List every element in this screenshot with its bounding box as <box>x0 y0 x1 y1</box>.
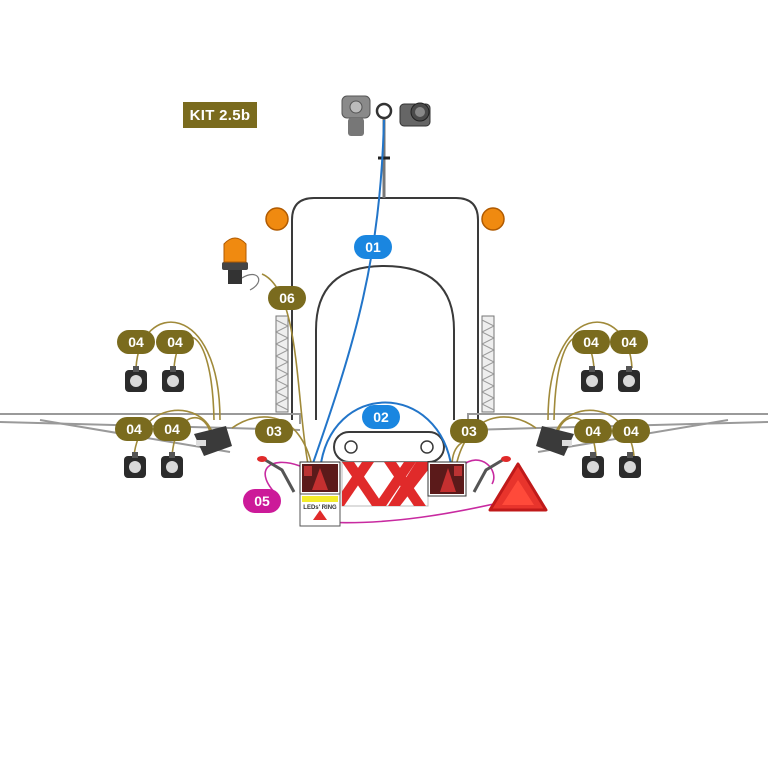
svg-text:04: 04 <box>164 421 180 437</box>
amber-side-lamp-right <box>481 207 505 231</box>
callout-02: 02 <box>362 405 400 429</box>
work-light-icon <box>162 366 184 392</box>
tractor-cab <box>291 197 479 420</box>
svg-text:03: 03 <box>266 423 282 439</box>
trailer-plug-icon <box>341 95 371 136</box>
svg-text:01: 01 <box>365 239 381 255</box>
svg-text:04: 04 <box>126 421 142 437</box>
callout-04: 04 <box>156 330 194 354</box>
number-plate-lamp: LEDs' RING <box>299 493 341 527</box>
svg-text:04: 04 <box>623 423 639 439</box>
callout-04: 04 <box>610 330 648 354</box>
rotating-beacon-icon <box>222 237 260 291</box>
svg-text:05: 05 <box>254 493 270 509</box>
boom-marker-lamp-right-icon <box>536 426 574 456</box>
wire-01 <box>311 119 385 467</box>
svg-text:03: 03 <box>461 423 477 439</box>
wire-02 <box>319 401 453 471</box>
outline-lamp-right-icon <box>472 456 511 493</box>
svg-text:04: 04 <box>128 334 144 350</box>
trailer-socket-icon <box>399 102 431 127</box>
callout-04: 04 <box>153 417 191 441</box>
callout-04: 04 <box>612 419 650 443</box>
amber-side-lamp-left <box>265 207 289 231</box>
left-tyre <box>274 315 290 413</box>
work-light-icon <box>161 452 183 478</box>
callout-04: 04 <box>117 330 155 354</box>
callout-04: 04 <box>115 417 153 441</box>
svg-text:04: 04 <box>585 423 601 439</box>
work-light-icon <box>618 366 640 392</box>
svg-text:04: 04 <box>583 334 599 350</box>
callout-03-right: 03 <box>450 419 488 443</box>
callout-04: 04 <box>574 419 612 443</box>
svg-text:04: 04 <box>621 334 637 350</box>
work-light-icon <box>125 366 147 392</box>
antenna-rod <box>375 102 393 198</box>
callout-04: 04 <box>572 330 610 354</box>
outline-lamp-left-icon <box>257 456 296 493</box>
rear-lamp-left-icon <box>299 461 341 495</box>
work-light-icon <box>124 452 146 478</box>
svg-text:04: 04 <box>167 334 183 350</box>
callout-03-left: 03 <box>255 419 293 443</box>
work-light-icon <box>619 452 641 478</box>
work-light-icon <box>582 452 604 478</box>
callout-05: 05 <box>243 489 281 513</box>
work-light-icon <box>581 366 603 392</box>
kit-label: KIT 2.5b <box>183 102 257 128</box>
svg-text:02: 02 <box>373 409 389 425</box>
svg-text:06: 06 <box>279 290 295 306</box>
plate-text: LEDs' RING <box>303 505 337 511</box>
warning-board <box>341 461 429 507</box>
callout-01: 01 <box>354 235 392 259</box>
rear-lamp-right-icon <box>427 461 467 497</box>
right-tyre <box>480 315 496 413</box>
boom-marker-lamp-left-icon <box>194 426 232 456</box>
rear-bar <box>333 431 445 463</box>
slow-vehicle-triangle-icon <box>488 462 548 512</box>
callout-06: 06 <box>268 286 306 310</box>
